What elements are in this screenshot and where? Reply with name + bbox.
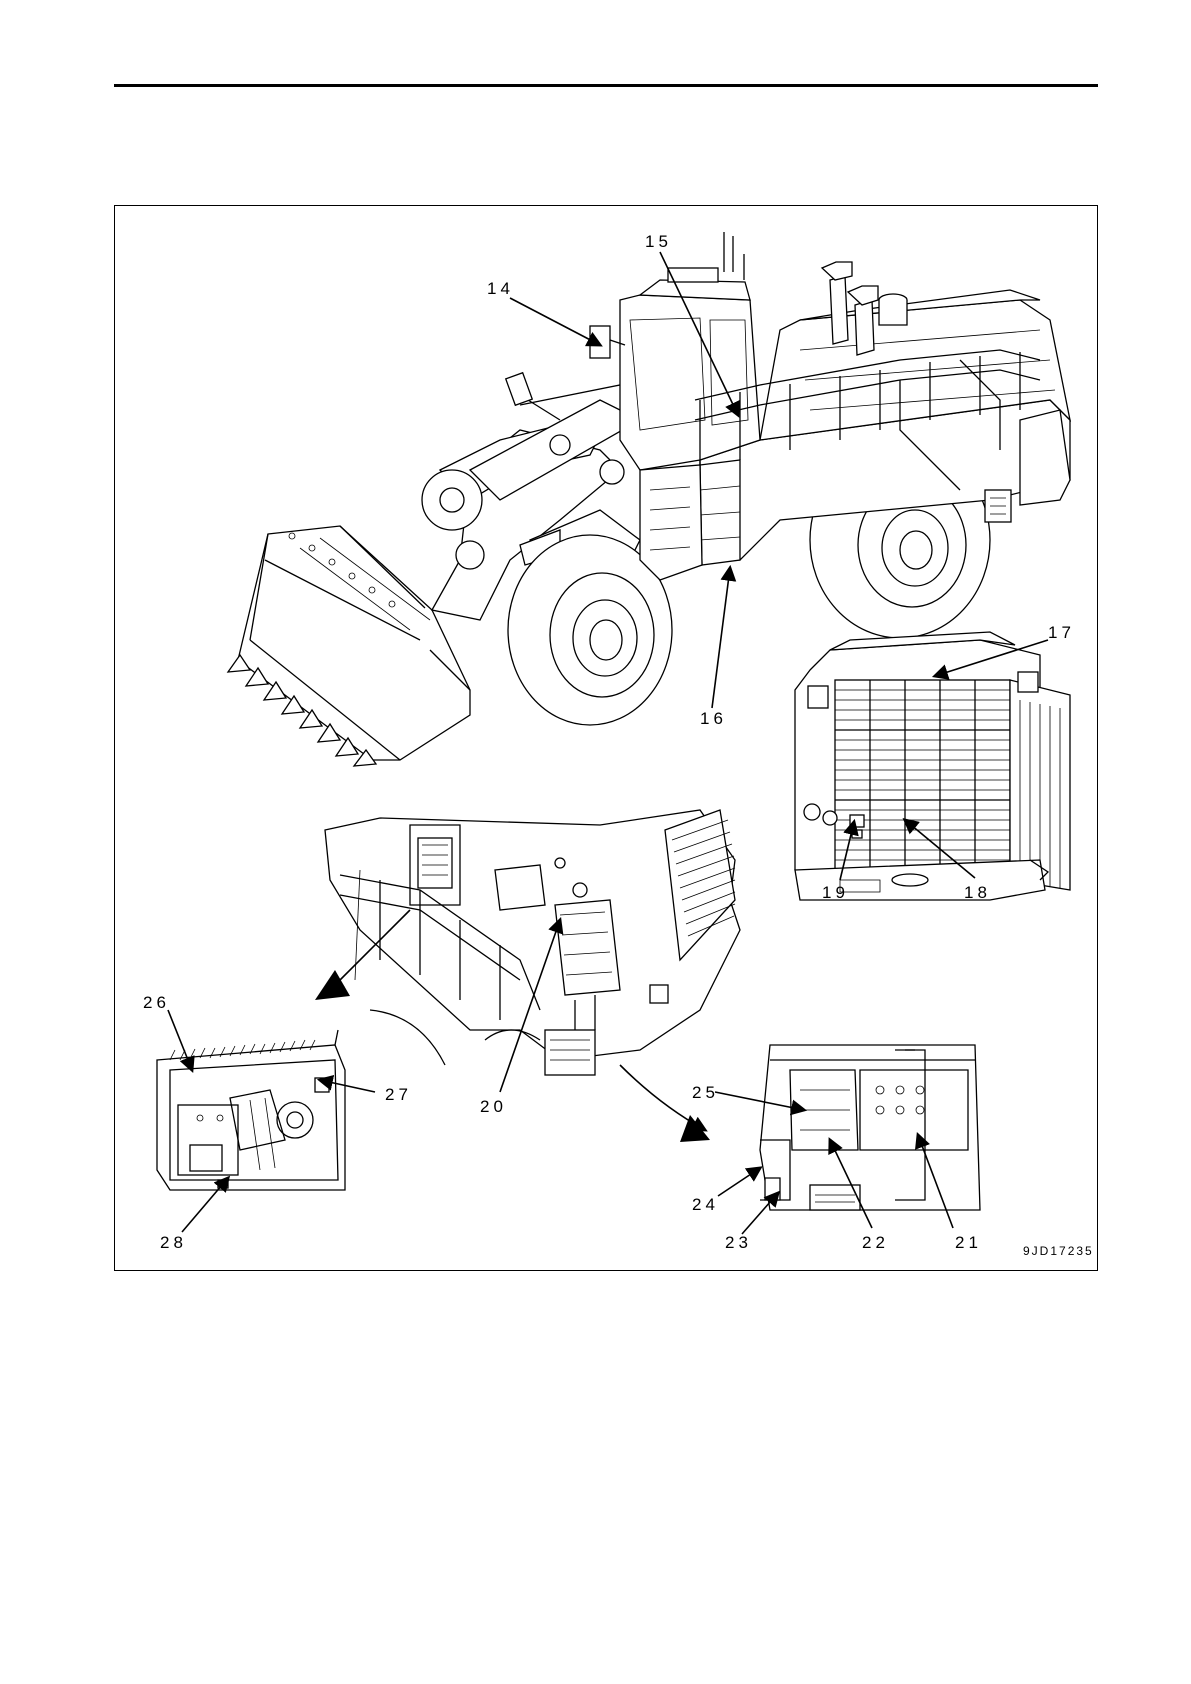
center-side-view-drawing xyxy=(325,810,740,1075)
rear-grille-view-drawing xyxy=(795,632,1070,900)
callout-19: 19 xyxy=(822,883,849,902)
callout-22: 22 xyxy=(862,1233,889,1252)
figure-id: 9JD17235 xyxy=(1023,1244,1094,1258)
callout-21: 21 xyxy=(955,1233,982,1252)
callout-25: 25 xyxy=(692,1083,719,1102)
callout-16: 16 xyxy=(700,709,727,728)
callout-20: 20 xyxy=(480,1097,507,1116)
callout-27: 27 xyxy=(385,1085,412,1104)
right-detail-view-drawing xyxy=(760,1045,980,1210)
callout-24: 24 xyxy=(692,1195,719,1214)
callout-28: 28 xyxy=(160,1233,187,1252)
arrowhead-right-icon xyxy=(680,1115,710,1142)
callout-26: 26 xyxy=(143,993,170,1012)
callout-15: 15 xyxy=(645,232,672,251)
callout-14: 14 xyxy=(487,279,514,298)
callout-18: 18 xyxy=(964,883,991,902)
callout-17: 17 xyxy=(1048,623,1075,642)
callout-23: 23 xyxy=(725,1233,752,1252)
bucket-drawing xyxy=(228,526,470,766)
